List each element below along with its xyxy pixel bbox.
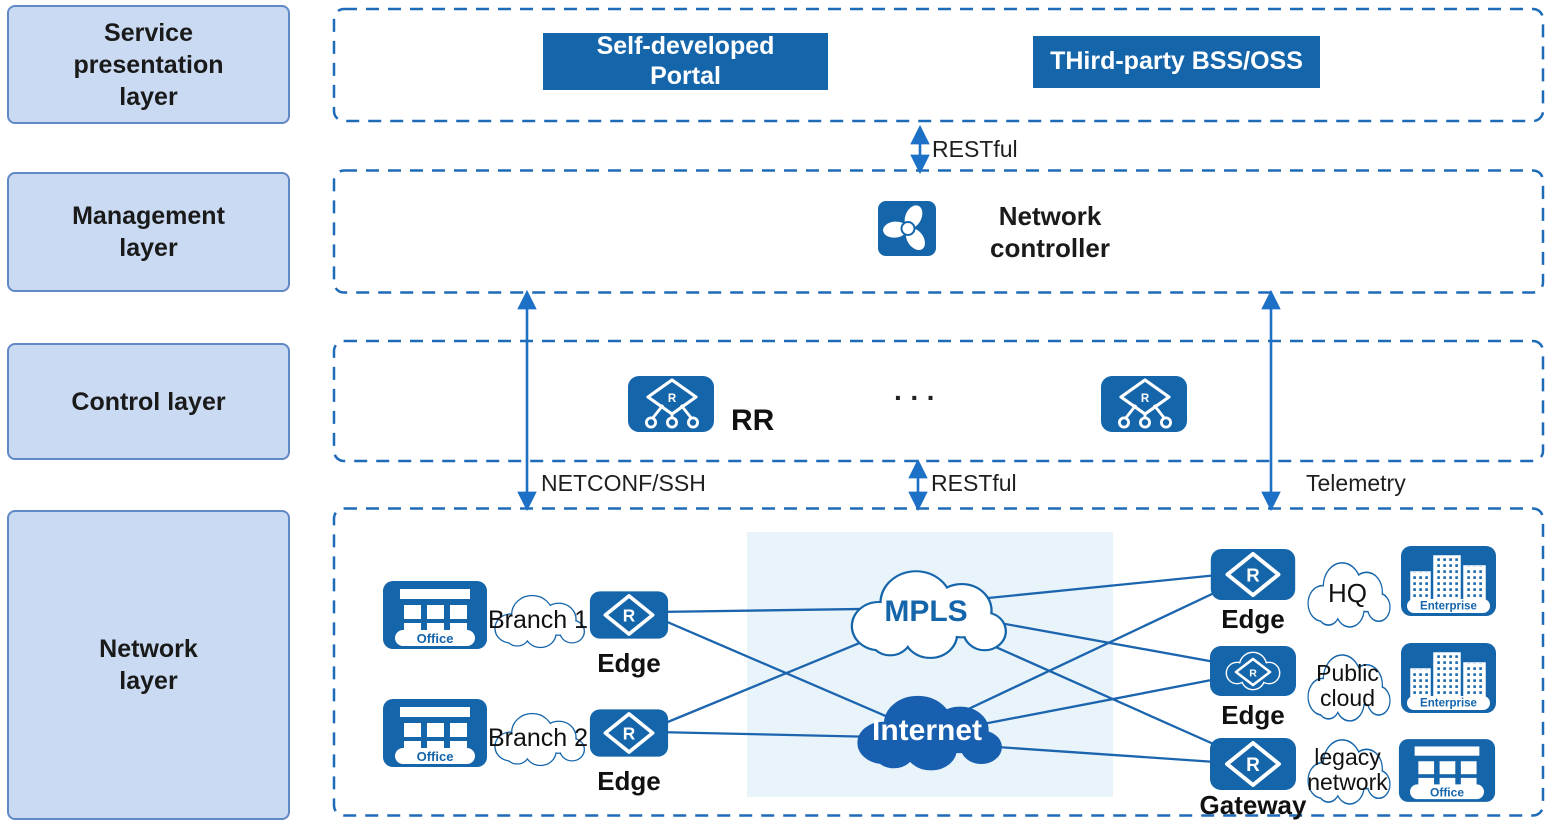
- layer-label: Service presentation layer: [73, 18, 224, 111]
- restful-top-label: RESTful: [932, 136, 1018, 162]
- edge-hq-label: Edge: [1221, 604, 1285, 634]
- office-banner: Office: [417, 631, 454, 646]
- office-banner: Office: [1430, 785, 1464, 799]
- hq-cloud-label: HQ: [1328, 577, 1367, 608]
- rr-label: RR: [731, 404, 775, 437]
- router-letter: R: [623, 605, 636, 625]
- frame-management-layer: [332, 169, 1545, 294]
- router-letter: R: [668, 393, 677, 405]
- branch2-cloud-label: Branch 2: [487, 723, 589, 752]
- interlayer-arrows: [517, 124, 1281, 512]
- router-letter: R: [1249, 668, 1257, 680]
- enterprise-building-icon: Enterprise: [1400, 545, 1497, 617]
- public-cloud: Public cloud: [1298, 648, 1397, 724]
- office-building-icon: Office: [1398, 734, 1496, 807]
- self-developed-portal-button: Self-developed Portal: [543, 32, 828, 90]
- layer-label: Management layer: [72, 202, 225, 262]
- layer-control: Control layer: [7, 343, 290, 460]
- telemetry-label: Telemetry: [1306, 470, 1406, 496]
- legacy-network-cloud: legacy network: [1298, 733, 1397, 807]
- office-building-icon: Office: [382, 580, 488, 650]
- branch2-cloud: Branch 2: [484, 708, 592, 768]
- router-letter: R: [1246, 564, 1260, 585]
- edge-public-label: Edge: [1221, 700, 1285, 730]
- router-letter: R: [1246, 755, 1260, 776]
- office-building-icon: Office: [382, 698, 488, 768]
- network-controller-icon: [877, 200, 937, 257]
- gateway-router-icon: R: [1209, 737, 1297, 791]
- edge-router-icon: R: [589, 706, 669, 760]
- enterprise-banner: Enterprise: [1420, 601, 1477, 613]
- netconf-ssh-label: NETCONF/SSH: [541, 470, 706, 496]
- router-letter: R: [623, 723, 636, 743]
- layer-service-presentation: Service presentation layer: [7, 5, 290, 124]
- bss-label: THird-party BSS/OSS: [1050, 47, 1303, 76]
- third-party-bss-oss-button: THird-party BSS/OSS: [1033, 36, 1320, 88]
- frame-presentation-layer: [332, 7, 1545, 123]
- layer-management: Management layer: [7, 172, 290, 292]
- ellipsis: ···: [894, 382, 943, 413]
- layer-label: Control layer: [71, 387, 226, 416]
- layer-network: Network layer: [7, 510, 290, 820]
- edge1-label: Edge: [597, 648, 661, 678]
- branch1-cloud: Branch 1: [484, 590, 592, 650]
- mpls-label: MPLS: [884, 595, 968, 628]
- branch1-cloud-label: Branch 1: [487, 605, 589, 634]
- layer-label: Network layer: [99, 635, 198, 695]
- internet-cloud: Internet: [841, 689, 1013, 773]
- internet-label: Internet: [871, 714, 982, 747]
- office-banner: Office: [417, 749, 454, 764]
- edge-router-icon: R: [589, 588, 669, 642]
- edge2-label: Edge: [597, 766, 661, 796]
- route-reflector-icon: R: [1100, 375, 1188, 433]
- portal-label: Self-developed Portal: [596, 32, 775, 90]
- enterprise-banner: Enterprise: [1420, 698, 1477, 710]
- mpls-cloud: MPLS: [833, 562, 1019, 662]
- cloud-edge-router-icon: R: [1209, 645, 1297, 697]
- legacy-network-label: legacy network: [1307, 744, 1388, 795]
- restful-mid-label: RESTful: [931, 470, 1017, 496]
- router-letter: R: [1141, 393, 1150, 405]
- hq-cloud: HQ: [1298, 556, 1397, 630]
- route-reflector-icon: R: [627, 375, 715, 433]
- edge-router-icon: R: [1209, 548, 1297, 601]
- network-controller-label: Network controller: [990, 201, 1110, 263]
- public-cloud-label: Public cloud: [1316, 660, 1379, 711]
- enterprise-building-icon: Enterprise: [1400, 642, 1497, 714]
